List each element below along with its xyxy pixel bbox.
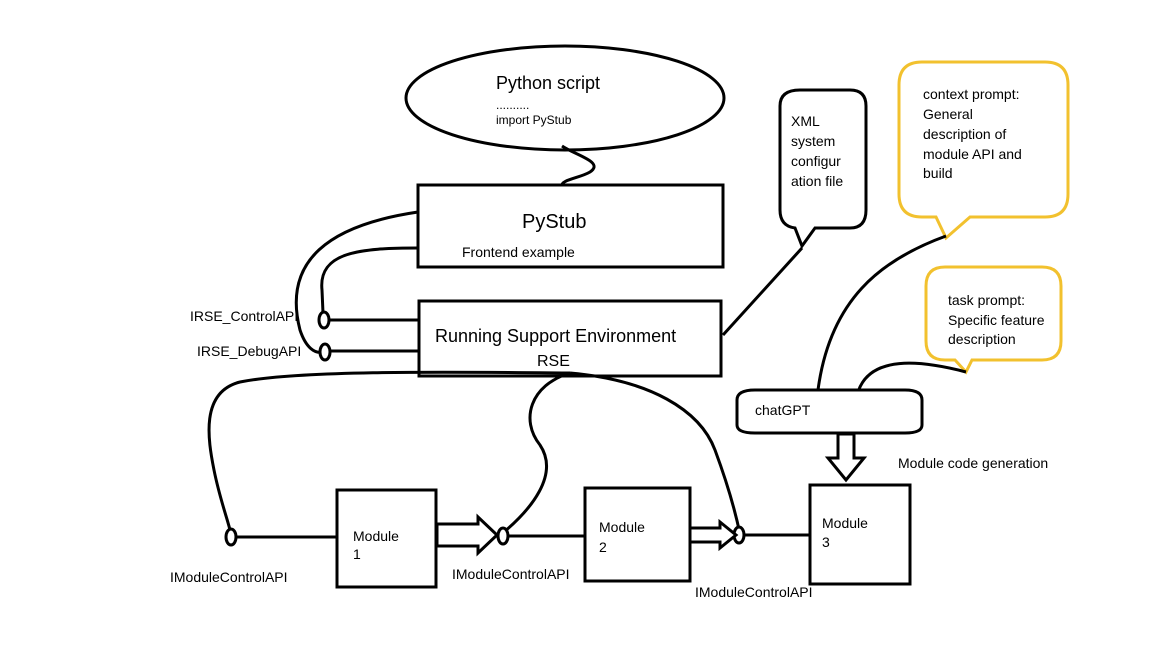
module-3-line1: Module	[822, 515, 868, 531]
pystub-debug-curve	[294, 210, 419, 354]
task-line-3: description	[948, 331, 1016, 347]
rse-to-module1-curve	[207, 370, 571, 535]
module1-interface-label: IModuleControlAPI	[170, 569, 288, 585]
debug-api-port	[318, 342, 332, 362]
context-line-2: General	[923, 106, 973, 122]
debug-api-label: IRSE_DebugAPI	[197, 343, 301, 359]
xml-line-1: XML	[791, 113, 820, 129]
task-line-2: Specific feature	[948, 312, 1045, 328]
code-generation-arrow	[824, 432, 868, 483]
context-prompt-bubble: context prompt: General description of m…	[897, 60, 1070, 241]
pystub-control-curve	[320, 246, 419, 314]
python-script-dots: ..........	[496, 98, 529, 112]
xml-config-bubble: XML system configur ation file	[778, 88, 868, 250]
xml-line-3: configur	[791, 153, 841, 169]
module-1-line1: Module	[353, 528, 399, 544]
script-to-pystub-link	[560, 144, 596, 187]
module-2: Module 2	[583, 486, 692, 583]
context-line-4: module API and	[923, 146, 1022, 162]
context-line-5: build	[923, 165, 953, 181]
chatgpt-label: chatGPT	[755, 402, 811, 418]
module2-interface-label: IModuleControlAPI	[452, 566, 570, 582]
control-api-port	[317, 310, 331, 330]
module1-to-module2-arrow	[435, 513, 500, 557]
code-generation-label: Module code generation	[898, 455, 1048, 471]
module-3: Module 3	[808, 483, 912, 586]
context-line-1: context prompt:	[923, 86, 1020, 102]
python-script-title: Python script	[496, 73, 600, 93]
pystub-subtitle: Frontend example	[462, 244, 575, 260]
xml-line-4: ation file	[791, 173, 843, 189]
python-script-node: Python script .......... import PyStub	[404, 44, 726, 152]
module-2-line2: 2	[599, 539, 607, 555]
context-line-3: description of	[923, 126, 1006, 142]
module-2-line1: Module	[599, 519, 645, 535]
module-1: Module 1	[335, 488, 438, 589]
module-3-line2: 3	[822, 534, 830, 550]
task-prompt-bubble: task prompt: Specific feature descriptio…	[924, 265, 1063, 375]
xml-to-rse-link	[721, 246, 804, 337]
rse-node: Running Support Environment RSE	[417, 299, 723, 378]
rse-to-module3-curve	[569, 371, 742, 535]
rse-abbr: RSE	[537, 353, 570, 370]
xml-line-2: system	[791, 133, 835, 149]
module2-to-module3-arrow	[688, 518, 739, 552]
control-api-label: IRSE_ControlAPI	[190, 308, 298, 324]
module2-interface-port	[496, 526, 510, 546]
rse-title: Running Support Environment	[435, 326, 676, 346]
task-to-chatgpt-link	[856, 361, 967, 393]
task-line-1: task prompt:	[948, 292, 1025, 308]
python-script-code: import PyStub	[496, 113, 572, 127]
context-to-chatgpt-link	[816, 234, 947, 391]
pystub-title: PyStub	[522, 211, 586, 233]
module1-interface-port	[224, 527, 238, 547]
rse-to-module2-curve	[503, 371, 571, 534]
module3-interface-label: IModuleControlAPI	[695, 584, 813, 600]
chatgpt-node: chatGPT	[735, 388, 924, 435]
pystub-node: PyStub Frontend example	[416, 183, 725, 269]
module-1-line2: 1	[353, 546, 361, 562]
